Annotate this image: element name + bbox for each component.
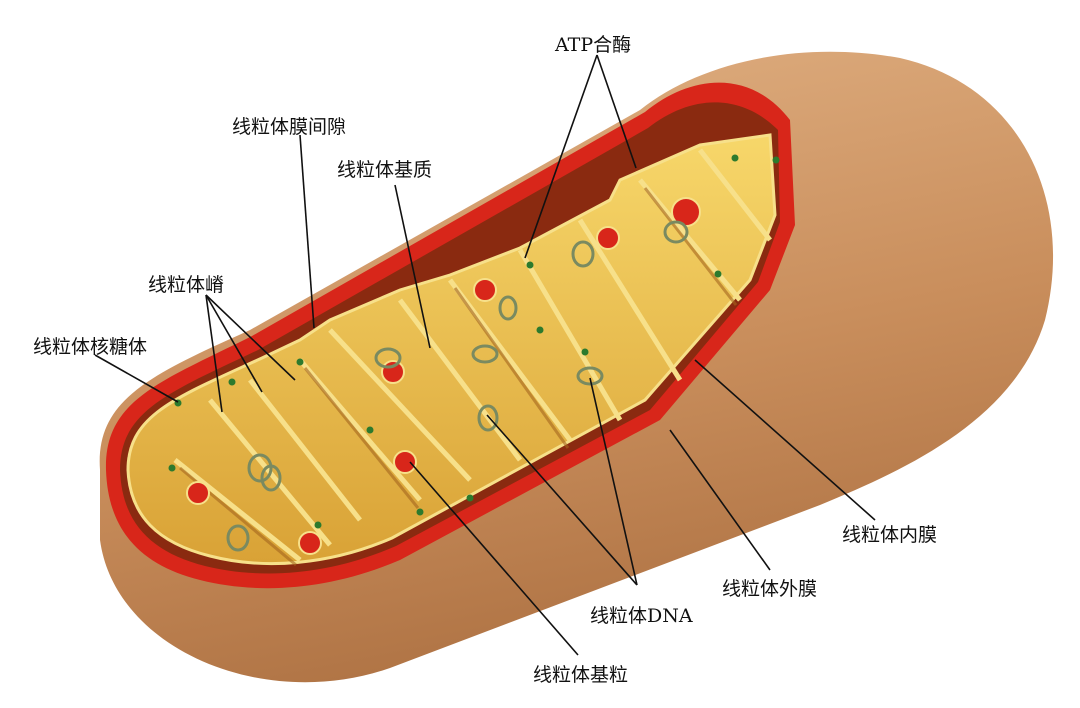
label-intermembrane-space: 线粒体膜间隙: [232, 116, 347, 138]
label-dna: 线粒体DNA: [590, 605, 693, 627]
granules: [186, 197, 701, 555]
label-ribosome: 线粒体核糖体: [33, 336, 148, 358]
label-cristae: 线粒体嵴: [148, 274, 225, 296]
label-outer-membrane: 线粒体外膜: [722, 578, 818, 600]
ribosomes: [168, 154, 780, 529]
label-inner-membrane: 线粒体内膜: [842, 524, 938, 546]
label-matrix: 线粒体基质: [337, 159, 433, 181]
label-granule: 线粒体基粒: [533, 664, 629, 686]
label-atp-synthase: ATP合酶: [555, 34, 632, 56]
leader-lines: [94, 54, 876, 656]
dna-rings: [226, 220, 689, 552]
